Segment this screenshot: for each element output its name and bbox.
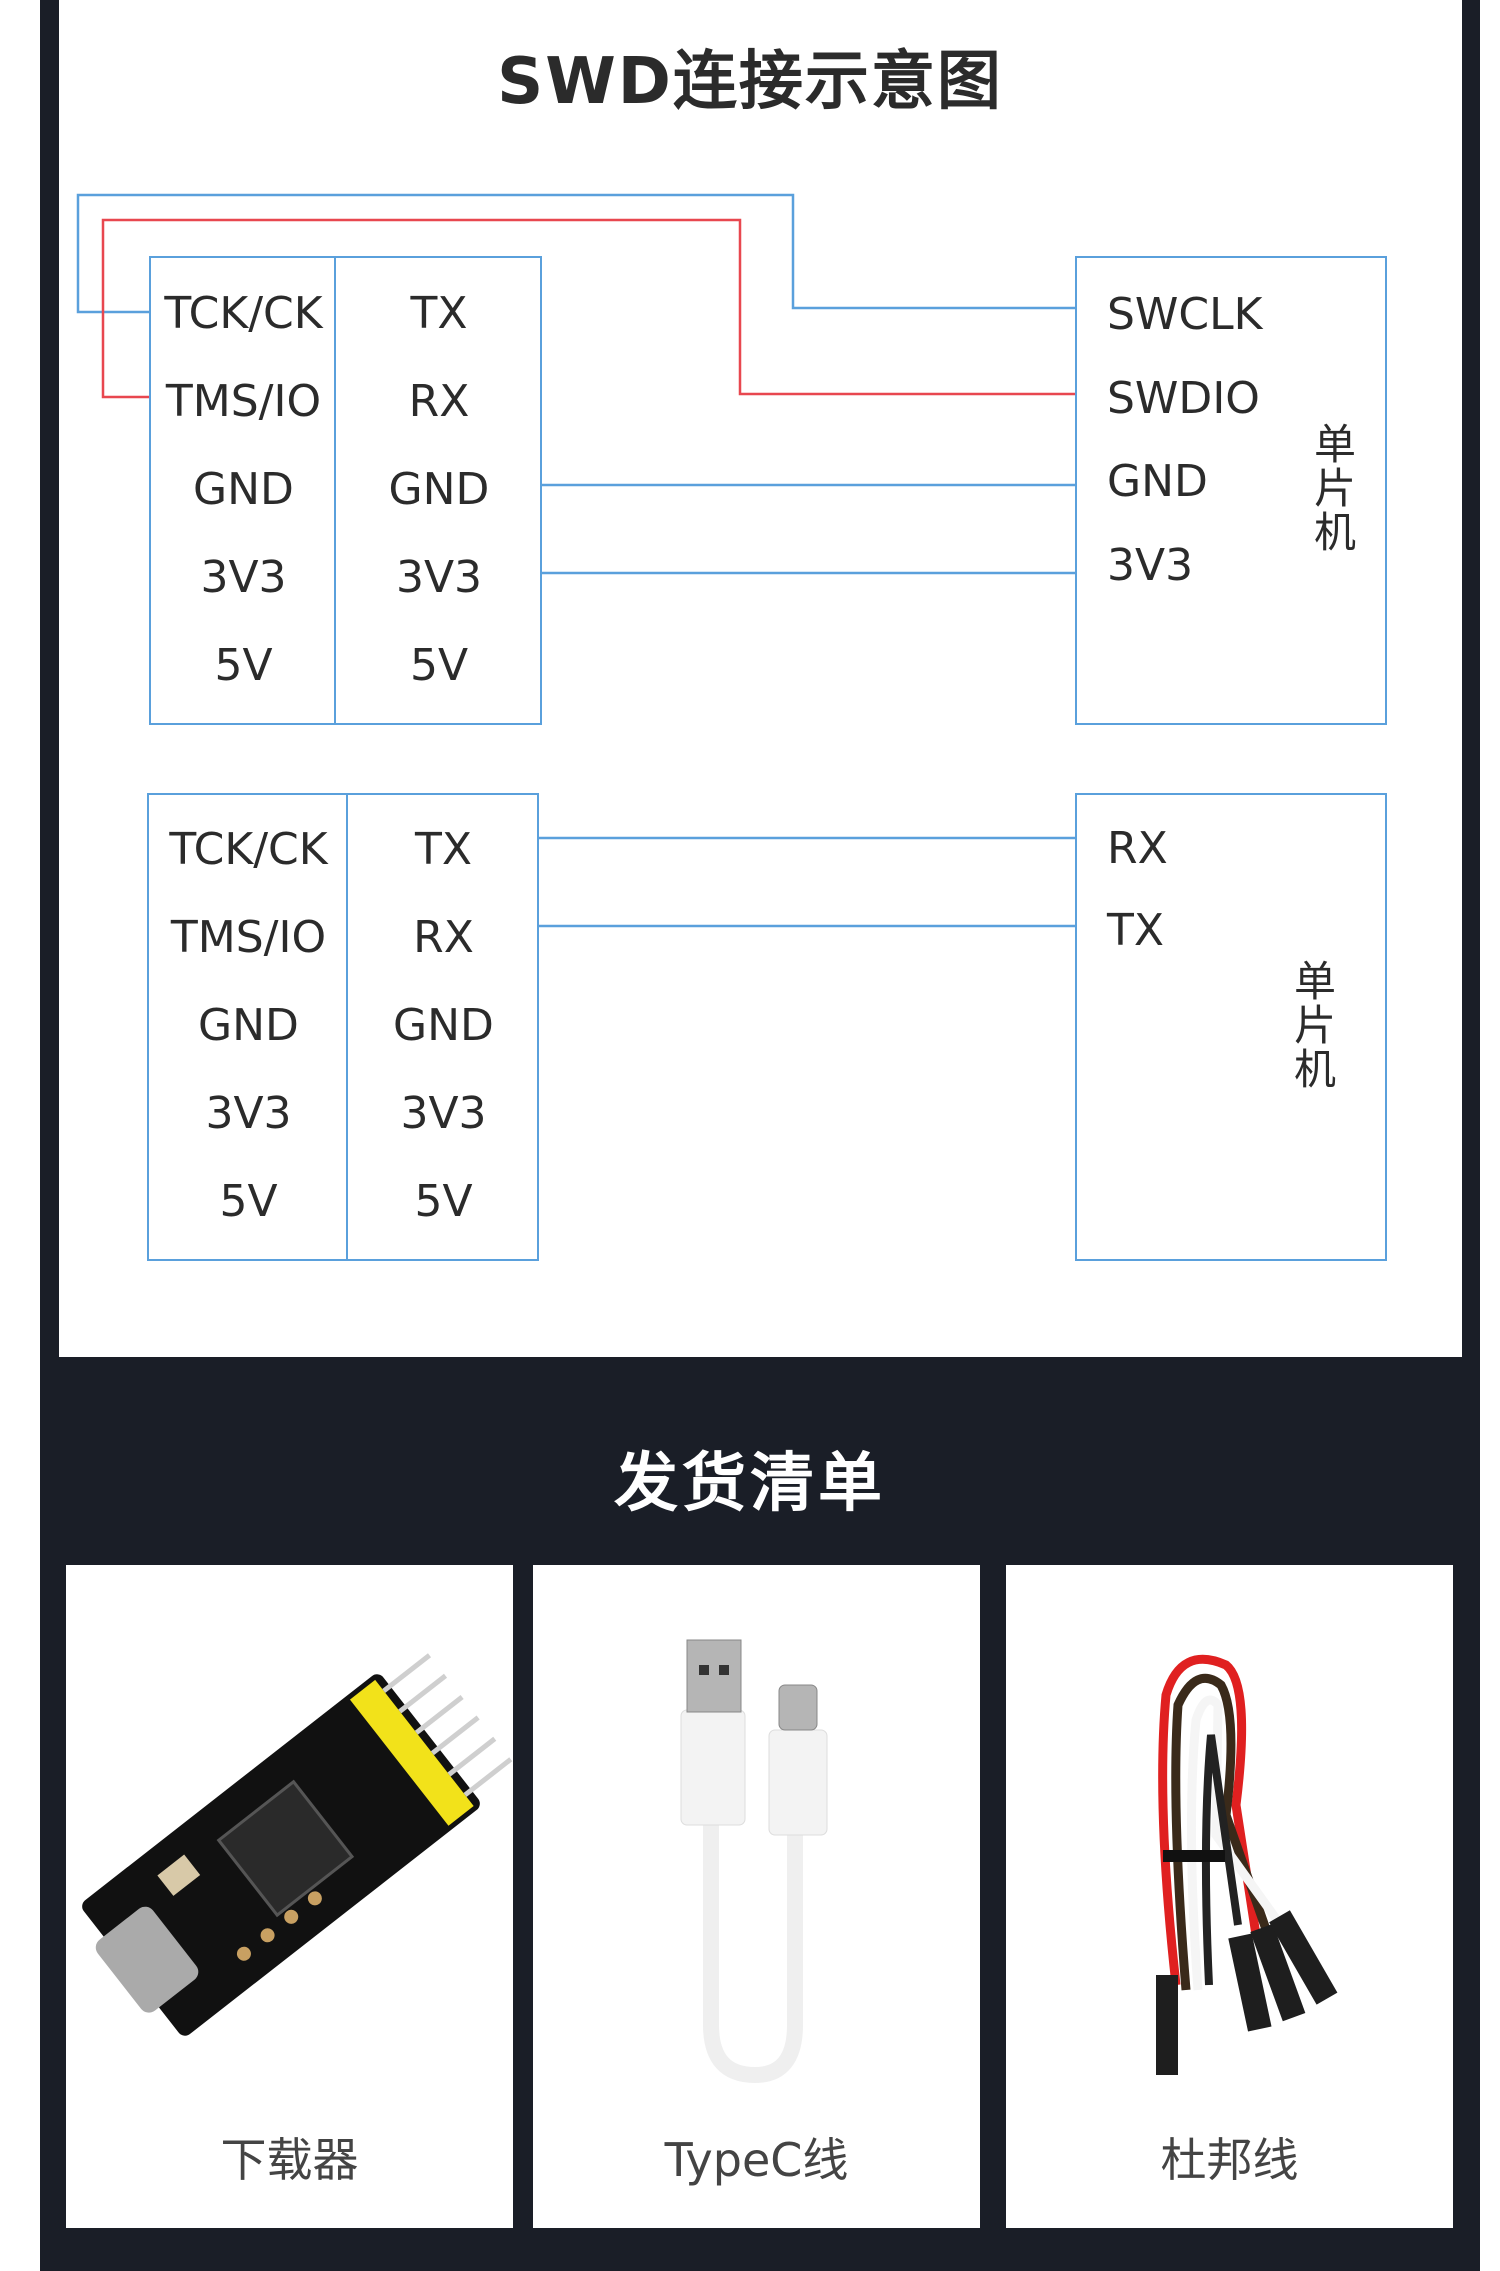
pin-label: 3V3 — [200, 552, 287, 603]
item-label: TypeC线 — [664, 2133, 849, 2187]
wire-swdio — [101, 218, 1075, 399]
item-label: 杜邦线 — [1160, 2133, 1299, 2187]
diagram-title: SWD连接示意图 — [497, 45, 1003, 119]
uart-mcu-box: RX TX 单片机 — [1075, 793, 1387, 1261]
pin-label: GND — [393, 1000, 494, 1051]
mcu-pin-label: SWDIO — [1107, 373, 1260, 424]
pin-label: TX — [410, 288, 468, 339]
pin-label: 3V3 — [395, 552, 483, 603]
packing-item-dupont-wires: 杜邦线 — [1006, 1565, 1453, 2228]
packing-item-debugger: 下载器 — [66, 1565, 513, 2228]
mcu-name: 单片机 — [1313, 420, 1356, 558]
pin-label: TMS/IO — [170, 912, 327, 963]
pin-label: GND — [388, 464, 490, 515]
pin-label: 5V — [414, 1176, 473, 1227]
mcu-pin-label: TX — [1107, 905, 1165, 956]
mcu-pin-label: RX — [1107, 823, 1168, 874]
item-label: 下载器 — [220, 2133, 359, 2187]
pin-label: 3V3 — [400, 1088, 487, 1139]
column-divider — [346, 795, 348, 1259]
packing-item-typec-cable: TypeC线 — [533, 1565, 980, 2228]
swd-debugger-box: TCK/CK TMS/IO GND 3V3 5V TX RX GND 3V3 5… — [149, 256, 542, 725]
pin-label: TX — [414, 824, 473, 875]
packing-list-title: 发货清单 — [614, 1447, 886, 1521]
column-divider — [334, 258, 336, 723]
pin-label: TCK/CK — [169, 824, 328, 875]
usb-typec-cable-image — [680, 1639, 828, 2084]
pin-label: GND — [198, 1000, 299, 1051]
pin-label: 5V — [409, 640, 469, 691]
mcu-pin-label: SWCLK — [1107, 289, 1263, 340]
diagram-panel — [59, 0, 1462, 1357]
mcu-name: 单片机 — [1293, 957, 1336, 1095]
pin-label: TMS/IO — [165, 376, 322, 427]
pin-label: 3V3 — [205, 1088, 292, 1139]
mcu-pin-label: GND — [1107, 456, 1208, 507]
pin-label: RX — [413, 912, 474, 963]
wiring-lines — [76, 193, 1075, 928]
pin-label: GND — [193, 464, 294, 515]
debugger-board-image — [82, 1653, 513, 2036]
pin-label: 5V — [219, 1176, 278, 1227]
pin-label: 5V — [214, 640, 273, 691]
swd-mcu-box: SWCLK SWDIO GND 3V3 单片机 — [1075, 256, 1387, 725]
pin-label: RX — [408, 376, 470, 427]
wire-swclk — [76, 193, 1075, 314]
uart-debugger-box: TCK/CK TMS/IO GND 3V3 5V TX RX GND 3V3 5… — [147, 793, 539, 1261]
pin-label: TCK/CK — [164, 288, 323, 339]
dupont-wires-image — [1156, 1654, 1338, 2075]
mcu-pin-label: 3V3 — [1107, 540, 1194, 591]
